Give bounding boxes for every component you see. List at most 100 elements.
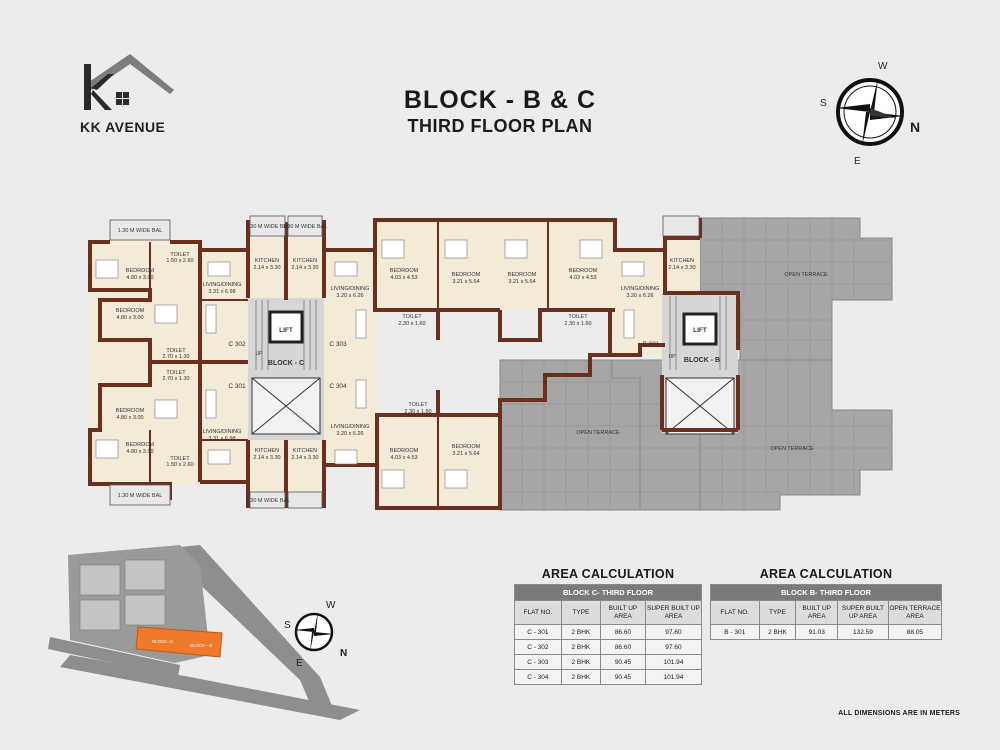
cell: C - 303 [514,654,562,670]
room-dim: 2.14 x 3.30 [253,455,280,461]
block-label: BLOCK - B [684,357,720,364]
room-dim: 2.70 x 1.30 [162,376,189,382]
cell: B - 301 [710,624,760,640]
plan-subtitle: THIRD FLOOR PLAN [407,116,593,136]
compass-west: W [878,61,888,72]
flat-label: C 303 [329,341,347,348]
flat-label: B 301 [643,341,660,348]
col-header: BUILT UP AREA [600,600,646,625]
room-name: BEDROOM [126,268,155,274]
room-dim: 2.14 x 3.30 [291,455,318,461]
col-header: BUILT UP AREA [795,600,839,625]
room-dim: 2.30 x 1.60 [564,321,591,327]
compass-small-west: W [326,600,336,611]
room-name: KITCHEN [293,258,317,264]
room-name: BEDROOM [508,272,537,278]
cell: 101.94 [644,669,703,685]
cell: 2 BHK [758,624,797,640]
room-name: 1.30 M WIDE BAL [246,224,291,230]
room-name: LIVING/DINING [621,286,660,292]
room-dim: 4.80 x 3.00 [116,315,143,321]
room-name: TOILET [408,402,428,408]
dimensions-note: ALL DIMENSIONS ARE IN METERS [838,710,960,717]
cell: 2 BHK [560,669,602,685]
key-plan: BLOCK -C BLOCK - B [30,545,370,725]
room-dim: 3.31 x 6.98 [208,436,235,442]
col-header: SUPER BUILT UP AREA [644,600,703,625]
cell: C - 301 [514,624,562,640]
table-row: C - 302 2 BHK 86.60 97.60 [514,639,703,655]
terrace-label: OPEN TERRACE [770,446,814,452]
cell: C - 304 [514,669,562,685]
room-name: TOILET [166,348,186,354]
room-name: LIVING/DINING [203,429,242,435]
stair-up-label: UP [669,354,677,360]
plan-title: BLOCK - B & C [403,86,597,114]
compass-small-icon: W S E N [284,600,347,669]
area-b-title: AREA CALCULATION [759,567,893,581]
cell: 97.60 [644,624,703,640]
area-b-table: BLOCK B- THIRD FLOOR FLAT NO. TYPE BUILT… [710,584,943,640]
room-name: 1.30 M WIDE BAL [118,228,163,234]
compass-south: S [820,98,827,109]
flat-label: C 301 [228,383,246,390]
room-name: LIVING/DINING [331,424,370,430]
cell: 86.60 [600,624,646,640]
cell: 2 BHK [560,624,602,640]
room-name: TOILET [568,314,588,320]
terrace-label: OPEN TERRACE [576,430,620,436]
cell: 101.94 [644,654,703,670]
room-dim: 4.80 x 3.00 [126,275,153,281]
cell: C - 302 [514,639,562,655]
room-name: BEDROOM [116,408,145,414]
cell: 90.45 [600,669,646,685]
room-dim: 4.03 x 4.53 [390,275,417,281]
cell: 86.60 [600,639,646,655]
room-dim: 3.20 x 6.26 [336,431,363,437]
room-name: 1.30 M WIDE BAL [246,498,291,504]
key-block-c: BLOCK -C [152,639,174,644]
cell: 132.59 [837,624,889,640]
area-b-subtitle: BLOCK B- THIRD FLOOR [710,584,942,601]
room-dim: 3.21 x 5.64 [452,451,479,457]
room-name: TOILET [166,370,186,376]
room-name: BEDROOM [452,272,481,278]
cell: 90.45 [600,654,646,670]
table-row: C - 304 2 BHK 90.45 101.94 [514,669,703,685]
room-name: TOILET [170,456,190,462]
col-header: OPEN TERRACE AREA [887,600,943,625]
room-dim: 4.80 x 3.00 [126,449,153,455]
room-name: KITCHEN [670,258,694,264]
table-row: B - 301 2 BHK 91.03 132.59 88.05 [710,624,943,640]
room-name: BEDROOM [452,444,481,450]
lift-label: LIFT [279,327,293,334]
room-dim: 4.80 x 3.00 [116,415,143,421]
compass-north: N [910,119,920,135]
room-name: LIVING/DINING [203,282,242,288]
cell: 88.05 [887,624,943,640]
cell: 97.60 [644,639,703,655]
table-row: C - 303 2 BHK 90.45 101.94 [514,654,703,670]
room-name: BEDROOM [126,442,155,448]
col-header: SUPER BUILT UP AREA [837,600,889,625]
room-name: BEDROOM [390,268,419,274]
room-dim: 4.03 x 4.53 [390,455,417,461]
room-name: BEDROOM [390,448,419,454]
room-dim: 2.30 x 1.60 [398,321,425,327]
compass-small-south: S [284,620,291,631]
col-header: TYPE [758,600,797,625]
flat-label: C 304 [329,383,347,390]
room-name: 1.30 M WIDE BAL [118,493,163,499]
room-dim: 2.14 x 3.30 [253,265,280,271]
floor-plan: 1.30 M WIDE BAL 1.30 M WIDE BAL 1.30 M W… [88,215,893,511]
col-header: FLAT NO. [514,600,562,625]
room-dim: 2.70 x 1.30 [162,354,189,360]
room-dim: 4.03 x 4.53 [569,275,596,281]
room-dim: 3.21 x 5.64 [508,279,535,285]
brand-name: KK AVENUE [80,119,166,135]
lift-label: LIFT [693,327,707,334]
stair-up-label: UP [256,351,264,357]
walls [88,218,740,510]
room-dim: 3.31 x 6.98 [208,289,235,295]
flat-label: C 302 [228,341,246,348]
